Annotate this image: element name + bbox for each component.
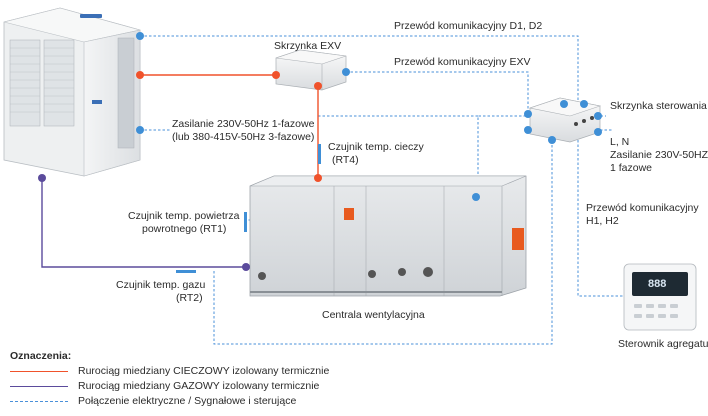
label-gas-sensor-2: (RT2) bbox=[176, 292, 203, 304]
label-return-air-1: Czujnik temp. powietrza bbox=[128, 210, 240, 222]
label-liquid-sensor-2: (RT4) bbox=[332, 154, 359, 166]
legend-swatch-liquid bbox=[10, 371, 68, 372]
gas-pipe bbox=[41, 178, 246, 268]
legend-item-liquid: Rurociąg miedziany CIECZOWY izolowany te… bbox=[78, 365, 330, 377]
label-exv-box: Skrzynka EXV bbox=[274, 40, 342, 52]
legend-item-gas: Rurociąg miedziany GAZOWY izolowany term… bbox=[78, 380, 320, 392]
legend-swatch-gas bbox=[10, 386, 68, 387]
rt4-sensor bbox=[318, 144, 321, 164]
label-h1-h2-1: Przewód komunikacyjny bbox=[586, 202, 699, 214]
label-ahu: Centrala wentylacyjna bbox=[322, 309, 425, 321]
wire-d1-d2 bbox=[140, 35, 579, 108]
connection-nodes bbox=[38, 32, 602, 271]
label-liquid-sensor-1: Czujnik temp. cieczy bbox=[328, 141, 424, 153]
label-control-box: Skrzynka sterowania bbox=[610, 100, 707, 112]
label-d1-d2: Przewód komunikacyjny D1, D2 bbox=[394, 20, 543, 32]
label-supply-2: (lub 380-415V-50Hz 3-fazowe) bbox=[172, 131, 315, 143]
legend-swatch-signal bbox=[10, 401, 68, 402]
wire-rt2 bbox=[213, 140, 553, 345]
outdoor-unit bbox=[3, 7, 141, 177]
exv-box bbox=[275, 49, 347, 91]
rt1-sensor bbox=[244, 212, 247, 232]
label-return-air-2: powrotnego (RT1) bbox=[142, 223, 227, 235]
label-h1-h2-2: H1, H2 bbox=[586, 215, 619, 227]
wire-exv-comm bbox=[346, 71, 529, 110]
label-ln: L, N bbox=[610, 136, 630, 148]
legend-item-signal: Połączenie elektryczne / Sygnałowe i ste… bbox=[78, 395, 297, 407]
legend-title: Oznaczenia: bbox=[10, 350, 72, 362]
air-handling-unit bbox=[249, 175, 527, 297]
controller-display-text: 888 bbox=[648, 278, 667, 290]
rt2-sensor bbox=[176, 270, 196, 273]
label-gas-sensor-1: Czujnik temp. gazu bbox=[116, 279, 206, 291]
label-exv-comm: Przewód komunikacyjny EXV bbox=[394, 56, 531, 68]
label-supply-1: Zasilanie 230V-50Hz 1-fazowe bbox=[172, 118, 315, 130]
label-controller: Sterownik agregatu bbox=[618, 338, 708, 350]
wire-h1-h2 bbox=[577, 140, 624, 297]
controller-device bbox=[623, 263, 697, 331]
label-ctrl-supply-2: 1 fazowe bbox=[610, 162, 653, 174]
label-ctrl-supply-1: Zasilanie 230V-50HZ bbox=[610, 149, 708, 161]
